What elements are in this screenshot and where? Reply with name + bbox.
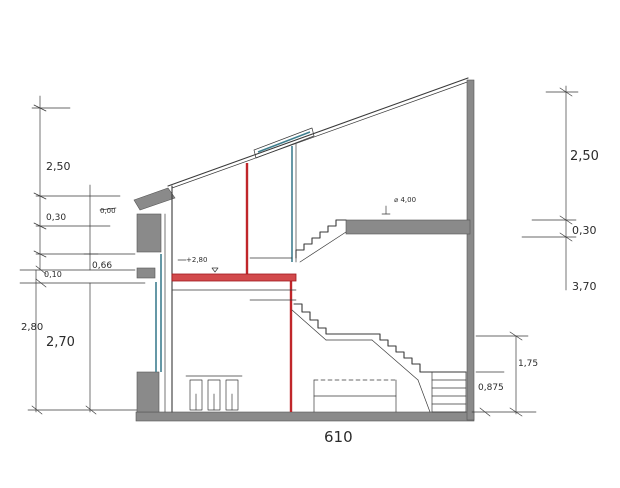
level-marker-upper: ⌀ 4,00 — [381, 196, 416, 215]
dim-left-upper-height: 2,50 — [46, 160, 71, 173]
level-mezzanine-label: +2,80 — [186, 256, 207, 264]
left-parapet — [136, 213, 162, 253]
building-section: +2,80 ⌀ 4,00 0,00 — [99, 77, 475, 422]
lower-stair — [293, 303, 467, 373]
level-marker-mezzanine: +2,80 — [177, 256, 219, 273]
upper-floor-slab — [345, 219, 471, 235]
dim-left-total-height: 2,80 — [21, 322, 43, 333]
dim-right-middle-height: 3,70 — [572, 280, 597, 293]
dim-right-slab-thickness: 0,30 — [572, 224, 597, 237]
right-dimension-chain: 2,50 0,30 3,70 1,75 0,875 — [471, 85, 599, 417]
dim-left-slab-thickness: 0,10 — [44, 270, 62, 279]
dim-right-upper-height: 2,50 — [570, 149, 599, 164]
dim-right-bottom-step-height: 0,875 — [478, 383, 504, 393]
right-wall — [466, 79, 475, 421]
upper-stair — [295, 219, 347, 259]
dim-left-sill-height: 0,30 — [46, 213, 66, 223]
mezzanine-beam — [171, 273, 297, 282]
bottom-steps — [431, 371, 467, 413]
overall-width-label: 610 — [324, 428, 353, 446]
dining-chairs — [185, 375, 243, 411]
roof-line — [167, 77, 469, 187]
sill-note-label: 0,00 — [100, 207, 116, 215]
left-wall-lower — [136, 371, 160, 413]
left-dimension-chain: 2,50 0,30 0,66 0,10 2,80 2,70 — [19, 95, 146, 415]
ground-slab — [135, 411, 475, 422]
dim-left-upper-window-height: 0,66 — [92, 261, 112, 271]
level-upper-label: ⌀ 4,00 — [394, 196, 416, 204]
dim-right-landing-height: 1,75 — [518, 359, 538, 369]
skylight — [253, 127, 315, 159]
eave — [133, 187, 176, 211]
sill-note: 0,00 — [99, 207, 117, 215]
bench — [313, 379, 397, 413]
dim-left-ground-height: 2,70 — [46, 335, 75, 350]
left-wall-sill — [136, 267, 156, 279]
